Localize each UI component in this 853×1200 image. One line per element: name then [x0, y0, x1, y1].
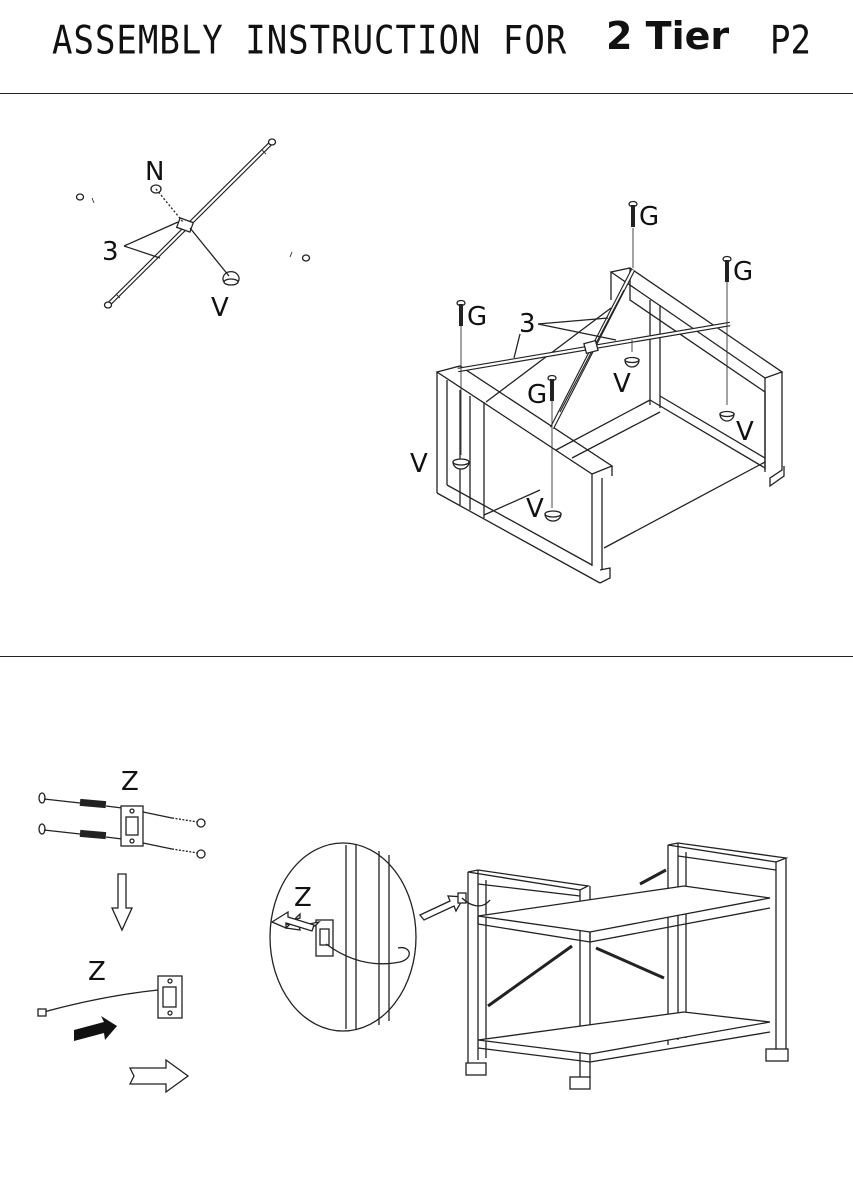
cap-v-icons [452, 340, 735, 522]
right-arrow-icon [128, 1058, 190, 1094]
detail-circle-diagram: Z [269, 842, 466, 1032]
anchor-bracket-icon-2 [157, 975, 183, 1019]
label-cap-v-2: V [736, 417, 754, 447]
label-anchor-z-3: Z [294, 883, 312, 913]
label-bolt-g-2: G [733, 257, 753, 287]
label-screw-n: N [145, 157, 164, 187]
label-cap-v-3: V [410, 449, 428, 479]
label-cap-v-1: V [613, 369, 631, 399]
page-number: P2 [770, 18, 811, 64]
page-title: ASSEMBLY INSTRUCTION FOR [52, 18, 568, 64]
label-cap-v-4: V [526, 494, 544, 524]
anchor-kit-diagram: Z Z [37, 767, 206, 1094]
label-bolt-g-4: G [527, 380, 547, 410]
label-bolt-g-1: G [639, 202, 659, 232]
anchor-bracket-icon-3 [315, 919, 334, 957]
left-arrow-icon [270, 910, 315, 932]
down-arrow-icon [110, 873, 134, 932]
model-name: 2 Tier [606, 14, 730, 58]
screw-n-icon [150, 184, 184, 223]
section-divider [0, 656, 853, 657]
callout-arrow-icon [418, 895, 466, 921]
label-anchor-z-2: Z [88, 957, 106, 987]
cap-v-icon [189, 227, 240, 286]
crossbar-diagram: N 3 V [75, 138, 311, 323]
shelf-diagram [457, 842, 789, 1090]
bolt-g-icon [456, 200, 732, 508]
label-bars-3: 3 [102, 237, 119, 267]
page-header: ASSEMBLY INSTRUCTION FOR 2 Tier P2 [0, 0, 853, 94]
label-bolt-g-3: G [467, 302, 487, 332]
push-arrow-icon [74, 1016, 117, 1041]
anchor-bracket-icon [120, 805, 144, 847]
label-bars-3-frame: 3 [519, 309, 536, 339]
frame-diagram: G G G G 3 V V V V [410, 200, 785, 584]
label-anchor-z-1: Z [121, 767, 139, 797]
label-cap-v: V [211, 293, 229, 323]
